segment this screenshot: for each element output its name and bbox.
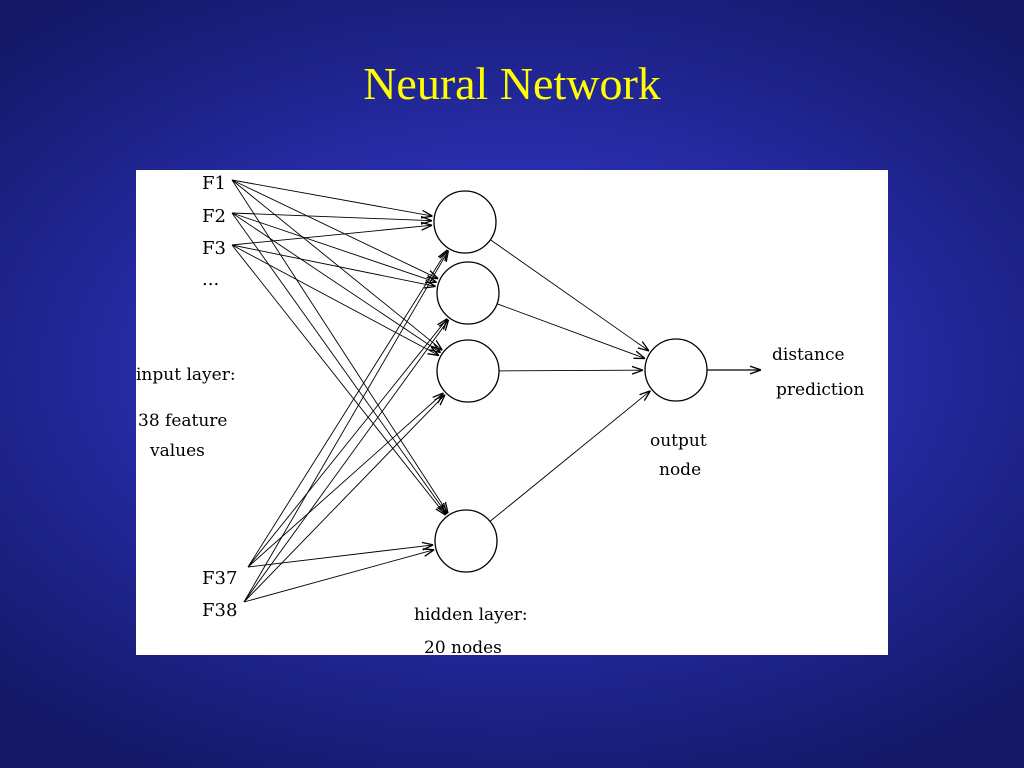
output-node	[644, 338, 708, 402]
hidden-node-20	[434, 509, 498, 573]
input-ellipsis: ...	[202, 269, 219, 290]
output-node-caption-line2: node	[659, 460, 701, 480]
edge-f38-h2	[243, 320, 449, 603]
edge-f1-h2	[231, 179, 438, 279]
input-to-hidden-connections	[231, 179, 449, 603]
edge-f3-h2	[231, 244, 436, 286]
input-label-f3: F3	[202, 238, 226, 259]
edge-h3-output	[498, 370, 643, 371]
distance-label: distance	[772, 345, 845, 365]
edge-h2-output	[496, 303, 645, 359]
edge-f2-h20	[231, 212, 447, 514]
edge-f2-h2	[231, 212, 437, 282]
hidden-layer-caption: hidden layer:	[414, 605, 528, 625]
input-label-f37: F37	[202, 568, 237, 589]
network-diagram-canvas: F1 F2 F3 ... F37 F38 input layer: 38 fea…	[136, 173, 864, 655]
slide-title: Neural Network	[363, 58, 661, 109]
edge-f37-h1	[247, 250, 447, 568]
edge-h1-output	[490, 239, 649, 351]
hidden-node-3	[436, 339, 500, 403]
prediction-label: prediction	[776, 380, 864, 400]
input-layer-values: values	[149, 441, 205, 461]
edge-f1-h1	[231, 179, 433, 216]
edge-f2-h1	[231, 212, 432, 221]
input-layer-caption: input layer:	[136, 365, 236, 385]
edge-f37-h3	[247, 393, 443, 568]
input-label-f38: F38	[202, 600, 237, 621]
edge-f2-h3	[231, 212, 441, 353]
hidden-node-2	[436, 261, 500, 325]
network-diagram: F1 F2 F3 ... F37 F38 input layer: 38 fea…	[136, 170, 888, 655]
hidden-node-1	[433, 190, 497, 254]
edge-f1-h20	[231, 179, 448, 513]
hidden-to-output-connections	[489, 239, 650, 522]
edge-f38-h3	[243, 395, 445, 603]
edge-f38-h1	[243, 251, 448, 603]
edge-f37-h2	[247, 319, 447, 568]
hidden-layer-node-count: 20 nodes	[424, 638, 502, 655]
input-label-f1: F1	[202, 173, 226, 194]
edge-h20-output	[489, 391, 650, 522]
input-layer-feature-count: 38 feature	[138, 411, 228, 431]
edge-f3-h3	[231, 244, 439, 356]
edge-f3-h1	[231, 225, 432, 246]
edge-f37-h20	[247, 545, 433, 568]
output-node-caption: output	[650, 431, 707, 451]
input-label-f2: F2	[202, 206, 226, 227]
edge-f3-h20	[231, 244, 446, 515]
edge-f38-h20	[243, 550, 434, 603]
